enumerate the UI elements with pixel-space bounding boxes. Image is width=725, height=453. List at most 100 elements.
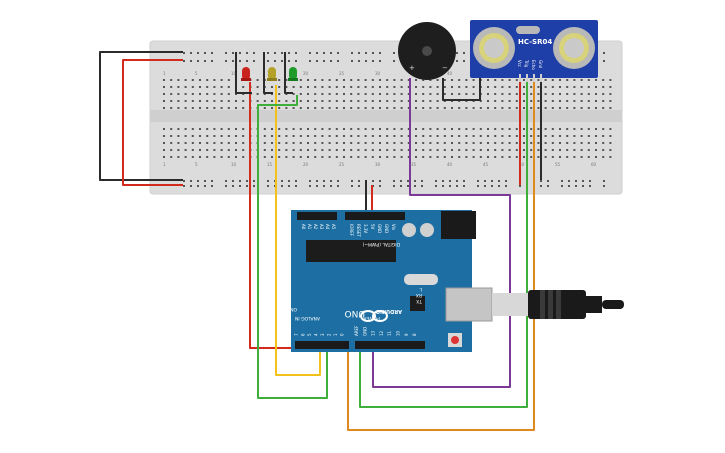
breadboard-hole: [246, 185, 248, 187]
breadboard-hole: [263, 149, 266, 151]
microcontroller-chip: [306, 240, 396, 262]
breadboard-hole: [184, 142, 187, 144]
wire-led-green: [257, 95, 328, 399]
breadboard-hole: [204, 180, 206, 182]
breadboard-hole: [292, 107, 295, 109]
breadboard-hole: [515, 79, 518, 81]
sensor-pin[interactable]: [526, 74, 528, 82]
breadboard-hole: [163, 135, 165, 137]
breadboard-hole: [429, 156, 432, 158]
breadboard-hole: [573, 128, 576, 130]
breadboard-hole: [458, 79, 461, 81]
breadboard-hole: [436, 156, 439, 158]
breadboard-hole: [544, 100, 547, 102]
breadboard-hole: [603, 180, 605, 182]
breadboard-hole: [595, 79, 597, 81]
breadboard-hole: [451, 135, 453, 137]
breadboard-hole: [443, 156, 446, 158]
breadboard-hole: [537, 79, 540, 81]
breadboard-hole: [357, 135, 360, 137]
breadboard-hole: [278, 128, 281, 130]
arduino-uno[interactable]: UNO ARDUINO DIGITAL (PWM~) ANALOG IN POW…: [290, 210, 624, 352]
breadboard-hole: [191, 107, 194, 109]
breadboard-hole: [530, 107, 533, 109]
breadboard-hole: [335, 135, 338, 137]
breadboard-hole: [379, 100, 381, 102]
breadboard-hole: [407, 135, 410, 137]
breadboard-hole: [350, 142, 353, 144]
breadboard-hole: [220, 107, 223, 109]
breadboard-hole: [465, 128, 468, 130]
breadboard-hole: [242, 135, 245, 137]
breadboard-hole: [281, 60, 283, 62]
breadboard-hole: [316, 60, 318, 62]
piezo-buzzer[interactable]: + −: [398, 22, 456, 80]
led-yellow[interactable]: [267, 67, 277, 81]
breadboard-hole: [263, 100, 266, 102]
breadboard-hole: [184, 107, 187, 109]
breadboard-hole: [573, 79, 576, 81]
breadboard-hole: [580, 156, 583, 158]
breadboard-hole: [379, 128, 381, 130]
breadboard-hole: [321, 100, 324, 102]
breadboard-hole: [559, 142, 561, 144]
breadboard-hole: [568, 185, 570, 187]
sensor-pin-label: Vcc: [517, 60, 522, 67]
breadboard-hole: [429, 142, 432, 144]
breadboard-hole: [429, 135, 432, 137]
breadboard-hole: [307, 100, 309, 102]
breadboard-hole: [422, 86, 425, 88]
digital-pin-label: GND: [362, 327, 367, 336]
breadboard-hole: [595, 128, 597, 130]
breadboard-hole: [407, 156, 410, 158]
breadboard-hole: [292, 128, 295, 130]
breadboard-hole: [364, 86, 367, 88]
breadboard-hole: [566, 107, 569, 109]
breadboard-hole: [307, 128, 309, 130]
led-green[interactable]: [288, 67, 298, 81]
sensor-pin[interactable]: [533, 74, 535, 82]
breadboard-hole: [508, 135, 511, 137]
breadboard-hole: [271, 149, 273, 151]
breadboard-hole: [364, 149, 367, 151]
sensor-pin[interactable]: [519, 74, 521, 82]
breadboard-hole: [191, 128, 194, 130]
breadboard-col-number: 25: [339, 162, 345, 167]
breadboard-hole: [299, 107, 302, 109]
breadboard-hole: [323, 180, 325, 182]
breadboard-hole: [184, 149, 187, 151]
breadboard-hole: [263, 156, 266, 158]
breadboard-hole: [235, 107, 237, 109]
led-red[interactable]: [241, 67, 251, 81]
breadboard-hole: [299, 149, 302, 151]
breadboard-hole: [589, 180, 591, 182]
breadboard-hole: [415, 135, 417, 137]
breadboard-hole: [371, 86, 374, 88]
breadboard-hole: [379, 180, 381, 182]
breadboard-hole: [281, 185, 283, 187]
usb-cable[interactable]: [528, 290, 624, 319]
breadboard-hole: [451, 107, 453, 109]
breadboard-hole: [170, 149, 173, 151]
breadboard-hole: [358, 52, 360, 54]
breadboard-hole: [472, 86, 475, 88]
breadboard-hole: [505, 180, 507, 182]
sensor-pin[interactable]: [540, 74, 542, 82]
wire-rail-red: [122, 59, 183, 186]
breadboard-hole: [163, 156, 165, 158]
breadboard-hole: [400, 93, 403, 95]
breadboard-hole: [211, 60, 213, 62]
breadboard-hole: [523, 86, 525, 88]
breadboard-hole: [573, 107, 576, 109]
breadboard-hole: [443, 107, 446, 109]
breadboard-hole: [170, 107, 173, 109]
breadboard-hole: [559, 93, 561, 95]
breadboard-hole: [357, 86, 360, 88]
breadboard-hole: [379, 93, 381, 95]
breadboard-hole: [299, 128, 302, 130]
power-pin-label: GND: [377, 224, 382, 233]
analog-in-label: ANALOG IN: [295, 315, 320, 321]
digital-pin-label: 3: [320, 333, 325, 336]
